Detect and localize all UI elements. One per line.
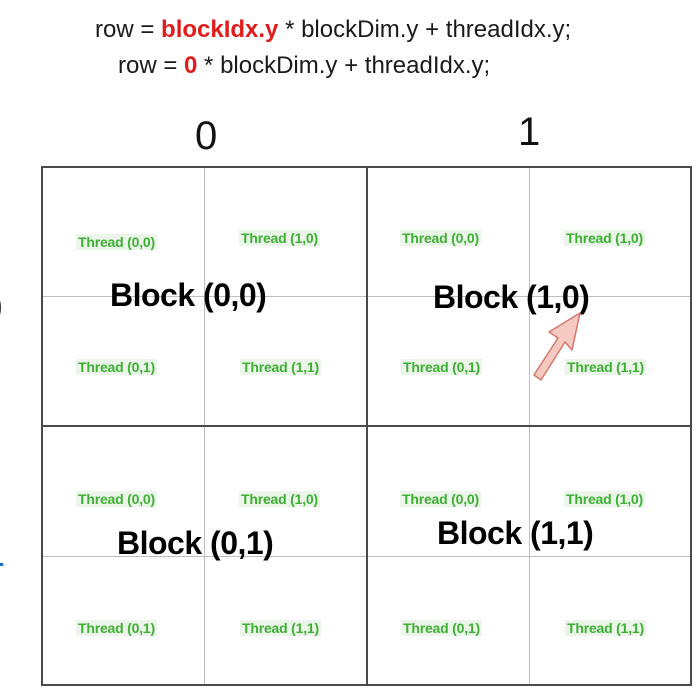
code-line-2-highlight: 0 xyxy=(184,52,198,79)
thread-label: Thread (1,1) xyxy=(565,620,646,636)
thread-label: Thread (1,1) xyxy=(240,620,321,636)
thread-label: Thread (1,0) xyxy=(239,230,320,246)
thread-label: Thread (1,0) xyxy=(564,491,645,507)
block-label: Block (0,0) xyxy=(110,277,267,313)
thread-label: Thread (1,1) xyxy=(565,359,646,375)
code-line-1-prefix: row = xyxy=(95,16,162,43)
row-header-fragment-0: ) xyxy=(0,285,3,325)
code-line-2: row = 0 * blockDim.y + threadIdx.y; xyxy=(118,52,490,80)
thread-label: Thread (1,0) xyxy=(564,230,645,246)
code-line-1: row = blockIdx.y * blockDim.y + threadId… xyxy=(95,16,571,44)
block-divider-horizontal xyxy=(41,425,692,427)
thread-label: Thread (1,1) xyxy=(240,359,321,375)
code-line-2-suffix: * blockDim.y + threadIdx.y; xyxy=(197,52,491,79)
block-label: Block (1,1) xyxy=(437,515,594,551)
pointer-arrow-shape xyxy=(533,312,581,381)
row-header-fragment-1: 1 xyxy=(0,533,5,573)
thread-label: Thread (0,0) xyxy=(76,234,157,250)
column-header-1: 1 xyxy=(518,110,541,154)
thread-label: Thread (0,1) xyxy=(76,620,157,636)
thread-label: Thread (0,1) xyxy=(401,359,482,375)
code-line-1-suffix: * blockDim.y + threadIdx.y; xyxy=(278,16,572,43)
pointer-arrow-icon xyxy=(533,312,581,381)
code-line-2-prefix: row = xyxy=(118,52,185,79)
thread-label: Thread (0,1) xyxy=(401,620,482,636)
thread-label: Thread (0,0) xyxy=(76,491,157,507)
block-label: Block (0,1) xyxy=(117,525,274,561)
code-line-1-highlight: blockIdx.y xyxy=(161,16,279,43)
block-label: Block (1,0) xyxy=(433,279,590,315)
thread-label: Thread (1,0) xyxy=(239,491,320,507)
column-header-0: 0 xyxy=(195,114,218,158)
block-grid xyxy=(41,166,692,686)
thread-label: Thread (0,0) xyxy=(400,230,481,246)
thread-label: Thread (0,1) xyxy=(76,359,157,375)
thread-label: Thread (0,0) xyxy=(400,491,481,507)
